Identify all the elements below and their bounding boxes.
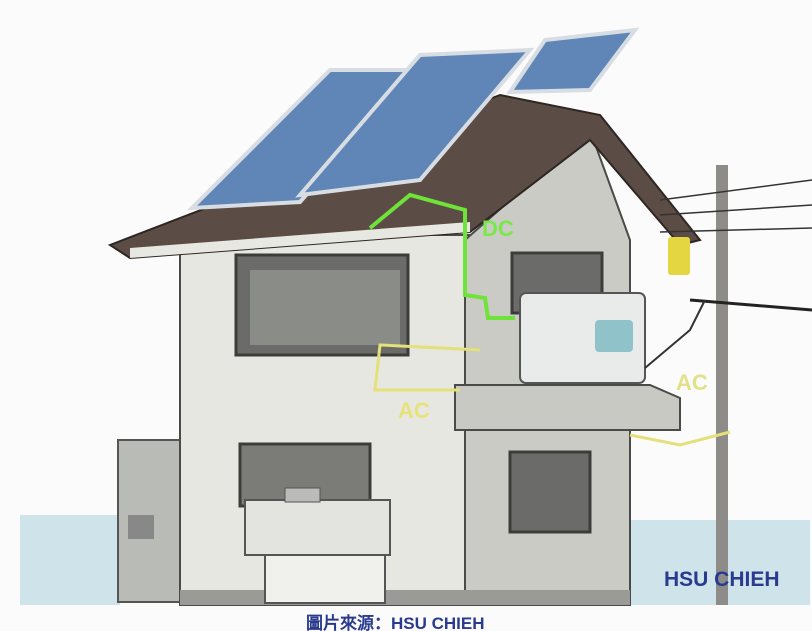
battery-units [244,487,391,604]
windows [234,251,604,534]
utility-pole [659,165,812,605]
dc-label: DC [482,216,514,241]
ac-wire-left [373,343,481,392]
side-shed [117,439,183,603]
watermark: HSU CHIEH [664,568,780,591]
ac-wire-right [644,299,706,369]
balcony [454,384,681,431]
image-caption: 圖片來源：HSU CHIEH [306,614,485,631]
solar-panels [186,27,640,211]
inverter [519,292,646,384]
dc-wire [368,192,515,320]
ac-label-left: AC [398,398,430,423]
ac-wire-bottom [629,430,731,447]
ac-label-right: AC [676,370,708,395]
